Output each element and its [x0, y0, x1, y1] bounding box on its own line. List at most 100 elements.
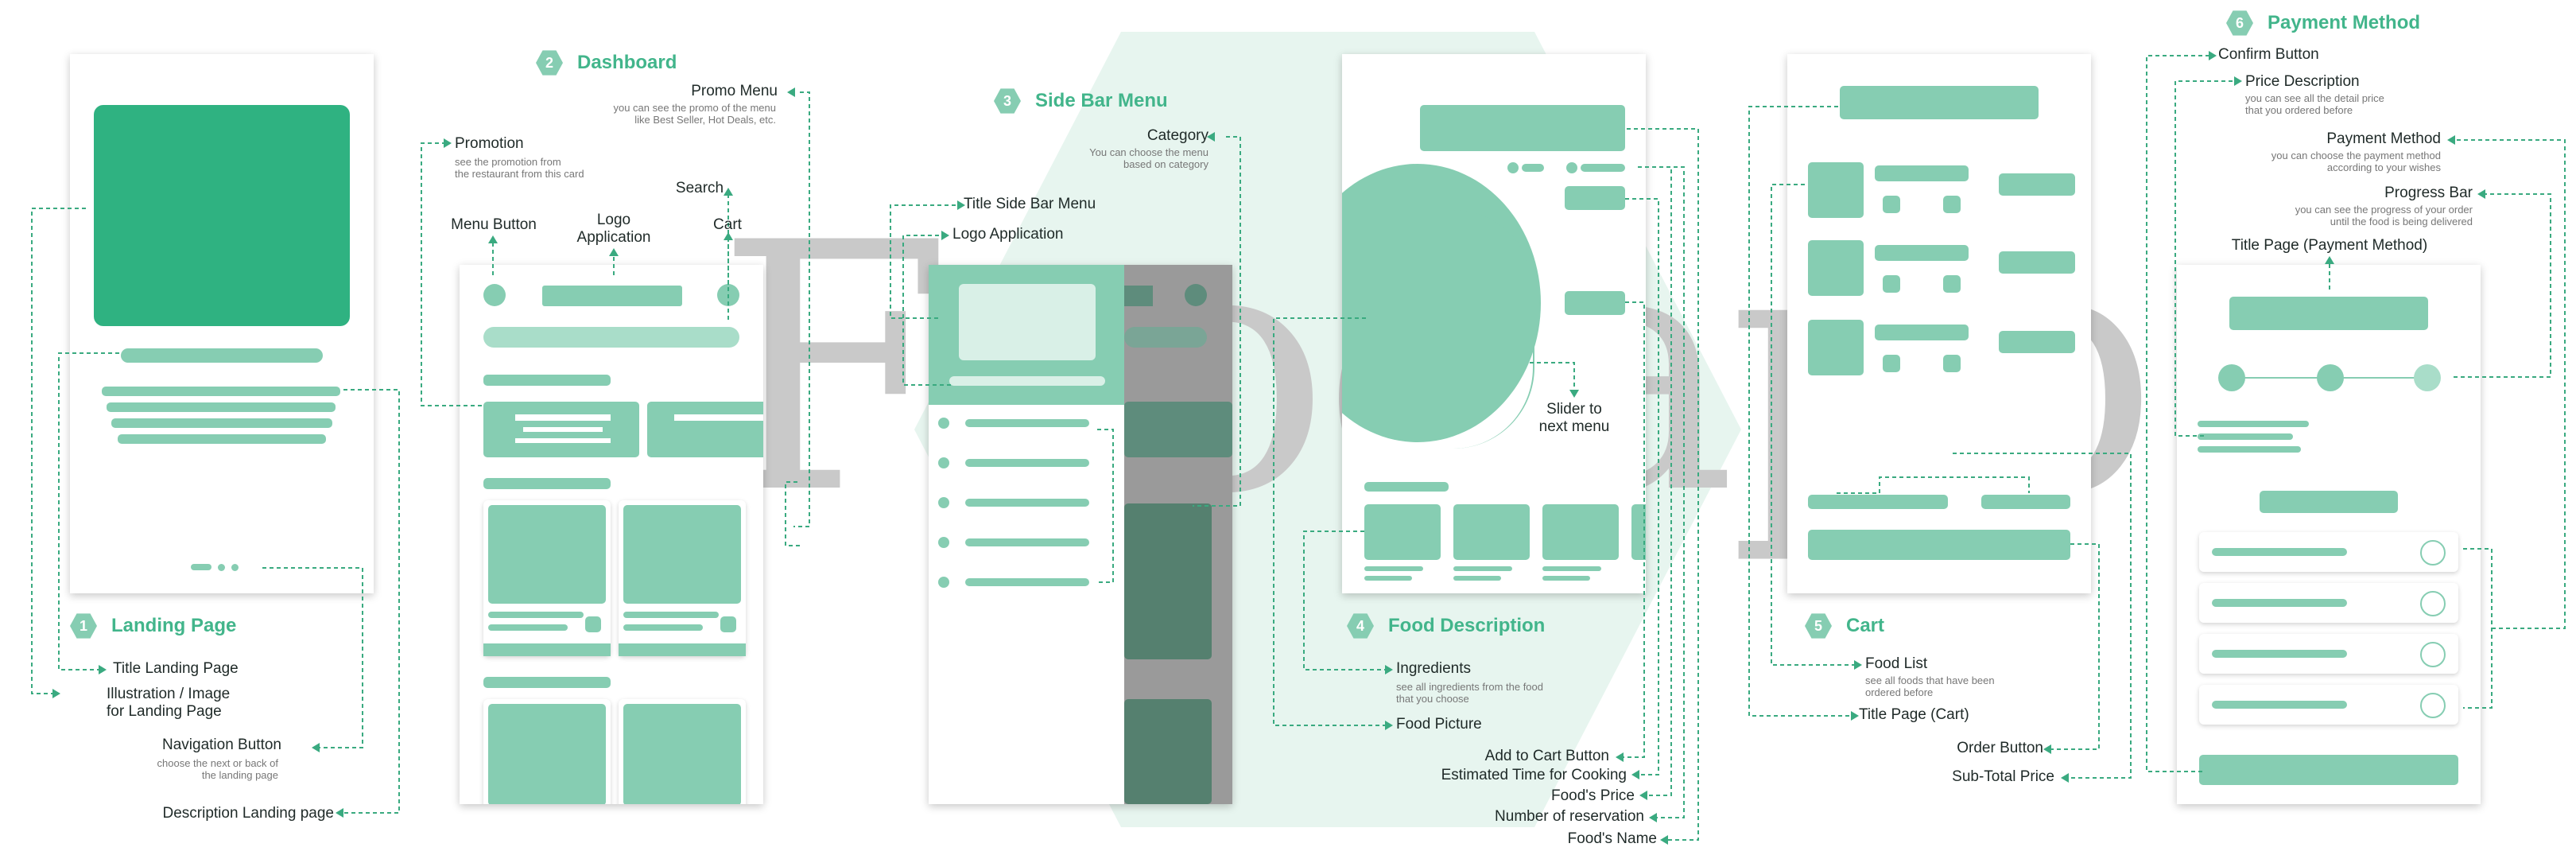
confirm-button[interactable]: [2199, 755, 2458, 785]
promo-text: [674, 414, 763, 421]
ingredient-label: [1364, 566, 1423, 571]
progress-step-2: [2317, 364, 2344, 391]
sidebar-screen: [929, 265, 1232, 804]
menu-card-text: [488, 612, 584, 618]
menu-card[interactable]: [483, 699, 611, 804]
logo-application: [542, 286, 682, 306]
sidebar-logo: [959, 284, 1096, 360]
label-order-button: Order Button: [1957, 740, 2043, 756]
dashboard-screen: [460, 265, 763, 804]
label-title-landing: Title Landing Page: [113, 660, 239, 677]
category-bullet: [938, 537, 949, 548]
payment-title: [2229, 297, 2428, 330]
category-item[interactable]: [965, 499, 1089, 507]
label-food-list: Food List: [1865, 655, 1928, 672]
section-badge: 2: [536, 50, 563, 76]
navigation-dot-active[interactable]: [191, 564, 211, 570]
landing-page-screen: [70, 54, 374, 593]
progress-step-1: [2218, 364, 2245, 391]
label-estimated-time: Estimated Time for Cooking: [1441, 767, 1627, 783]
menu-card-image: [488, 704, 606, 804]
order-button[interactable]: [1808, 530, 2070, 560]
category-bullet: [938, 457, 949, 468]
qty-plus[interactable]: [1943, 196, 1961, 213]
food-description-screen: [1342, 54, 1646, 593]
menu-card[interactable]: [619, 500, 746, 656]
section-title-payment: Payment Method: [2268, 12, 2421, 33]
food-name: [1420, 105, 1625, 151]
food-image: [1808, 320, 1864, 375]
label-category: Category: [1146, 127, 1208, 144]
radio-button[interactable]: [2420, 693, 2446, 718]
landing-desc-line: [107, 402, 336, 412]
category-item[interactable]: [965, 459, 1089, 467]
ingredient-image: [1542, 504, 1619, 560]
menu-button[interactable]: [483, 284, 506, 306]
promo-text: [515, 414, 611, 421]
label-progress-bar: Progress Bar: [2384, 185, 2473, 201]
label-category-sub: You can choose the menu based on categor…: [1089, 146, 1208, 170]
qty-minus[interactable]: [1883, 196, 1900, 213]
menu-card[interactable]: [483, 500, 611, 656]
menu-card-footer: [483, 643, 611, 656]
menu-card-add[interactable]: [585, 616, 601, 632]
reservation-count: [1522, 164, 1544, 172]
navigation-dot[interactable]: [231, 564, 239, 571]
payment-option[interactable]: [2199, 532, 2458, 572]
landing-illustration: [94, 105, 350, 326]
qty-minus[interactable]: [1883, 275, 1900, 293]
section-title-landing: Landing Page: [111, 615, 237, 636]
section-title-cart: Cart: [1846, 615, 1885, 636]
payment-option[interactable]: [2199, 685, 2458, 725]
category-item[interactable]: [965, 538, 1089, 546]
qty-plus[interactable]: [1943, 355, 1961, 372]
add-to-cart-button[interactable]: [1565, 291, 1625, 315]
landing-title-bar: [121, 348, 323, 363]
payment-option[interactable]: [2199, 583, 2458, 623]
payment-option[interactable]: [2199, 634, 2458, 674]
ingredient-image: [1364, 504, 1441, 560]
ingredients-heading: [1364, 482, 1449, 492]
payment-method-heading: [2260, 491, 2398, 513]
estimated-time: [1565, 186, 1625, 210]
payment-screen: [2177, 265, 2481, 804]
ingredient-image: [1631, 504, 1646, 560]
label-promo-menu-sub: you can see the promo of the menu like B…: [613, 102, 776, 126]
menu-card-text: [488, 624, 568, 631]
menu-card-add[interactable]: [720, 616, 736, 632]
section-title-dashboard: Dashboard: [577, 52, 677, 73]
search-input[interactable]: [483, 327, 739, 348]
qty-minus[interactable]: [1883, 355, 1900, 372]
food-price: [1581, 164, 1625, 172]
label-food-price: Food's Price: [1550, 787, 1635, 804]
radio-button[interactable]: [2420, 540, 2446, 566]
food-image: [1808, 240, 1864, 296]
radio-button[interactable]: [2420, 642, 2446, 667]
qty-plus[interactable]: [1943, 275, 1961, 293]
label-search: Search: [675, 180, 724, 196]
menu-card-image: [488, 505, 606, 604]
radio-button[interactable]: [2420, 591, 2446, 616]
menu-card[interactable]: [619, 699, 746, 804]
label-payment-method-sub: you can choose the payment method accord…: [2271, 150, 2441, 173]
label-cart: Cart: [713, 216, 742, 233]
ingredient-label: [1542, 566, 1601, 571]
label-title-payment: Title Page (Payment Method): [2231, 237, 2428, 254]
promo-text: [515, 438, 611, 443]
landing-desc-line: [118, 434, 326, 444]
label-promotion: Promotion: [455, 135, 524, 152]
category-item[interactable]: [965, 578, 1089, 586]
ingredient-label: [1453, 576, 1501, 581]
ingredient-image: [1453, 504, 1530, 560]
navigation-dot[interactable]: [218, 564, 225, 571]
label-food-list-sub: see all foods that have been ordered bef…: [1865, 674, 1995, 698]
section-badge: 5: [1805, 613, 1832, 639]
progress-step-3: [2414, 364, 2441, 391]
price-line: [2198, 433, 2293, 440]
food-name: [1875, 165, 1969, 181]
label-subtotal: Sub-Total Price: [1952, 768, 2054, 785]
promotion-card[interactable]: [647, 402, 763, 457]
section-title-sidebar: Side Bar Menu: [1035, 90, 1168, 111]
ingredient-label: [1542, 576, 1590, 581]
category-item[interactable]: [965, 419, 1089, 427]
